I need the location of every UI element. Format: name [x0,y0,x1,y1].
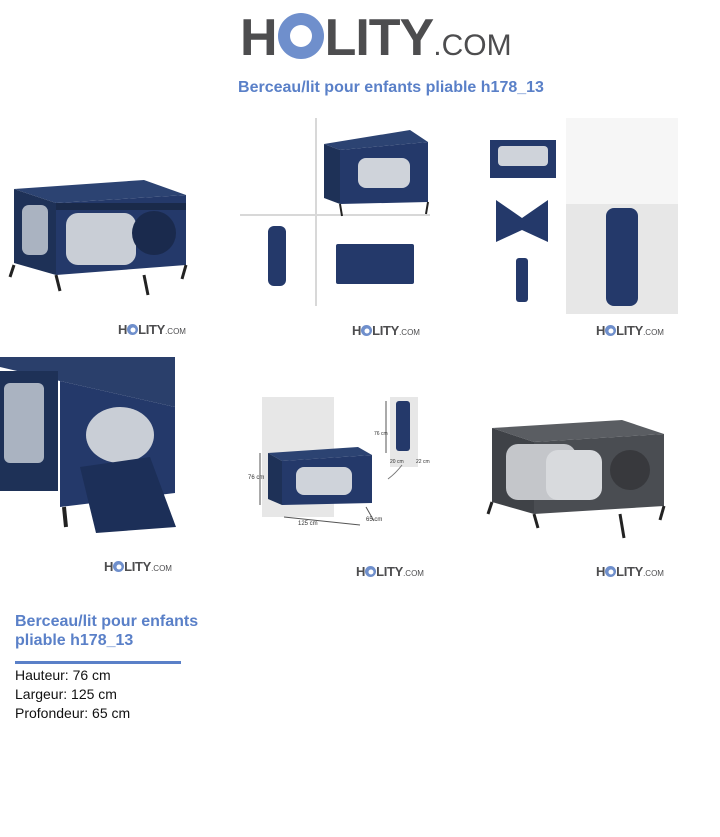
logo-o-icon [127,324,139,335]
crib-closeup-image [0,357,176,533]
width-label: 125 cm [298,521,318,527]
logo-o-icon [277,13,324,59]
logo-o-icon [113,561,125,572]
crib-gray-image [486,420,666,539]
crib-dimensions-image [259,397,418,526]
fold-height-label: 76 cm [374,431,388,437]
logo-text-h: H [240,9,278,67]
logo-o-icon [365,566,377,577]
logo-o-icon [605,566,617,577]
fold-width-label: 20 cm [390,459,404,465]
product-title: Berceau/lit pour enfants pliable h178_13 [15,613,199,649]
height-label: 76 cm [248,475,265,481]
depth-label: 65 cm [366,517,383,523]
site-logo[interactable]: H LITY.COM [240,8,512,68]
fold-depth-label: 22 cm [416,459,430,465]
spec-width: Largeur: 125 cm [15,686,117,702]
spec-height: Hauteur: 76 cm [15,667,111,683]
logo-tld: .COM [433,29,512,62]
crib-navy-image [8,180,188,296]
crib-folding-steps-image [490,118,678,314]
spec-depth: Profondeur: 65 cm [15,705,131,721]
crib-collage-image [240,118,430,308]
page-title: Berceau/lit pour enfants pliable h178_13 [238,79,544,96]
logo-text-lity: LITY [324,9,435,67]
title-divider [15,661,181,664]
logo-o-icon [605,325,617,336]
logo-o-icon [361,325,373,336]
